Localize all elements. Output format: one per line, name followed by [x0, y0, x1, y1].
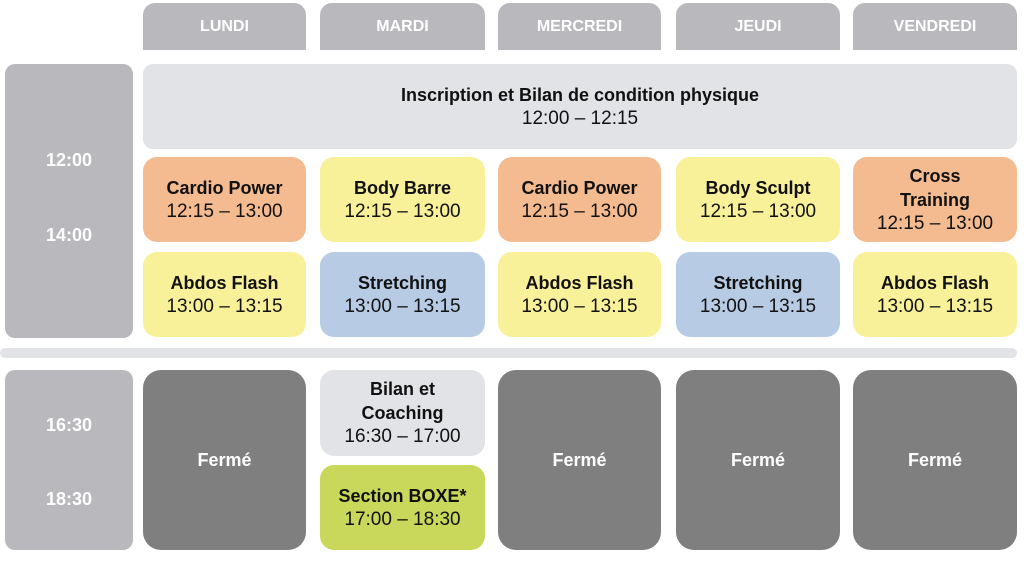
closed-cell: Fermé — [498, 370, 661, 550]
class-time: 12:15 – 13:00 — [166, 200, 283, 222]
time-column-soir: 16:30 18:30 — [5, 370, 133, 550]
class-title: Body Barre — [353, 177, 452, 198]
time-label: 14:00 — [45, 225, 93, 245]
day-header-vendredi: VENDREDI — [853, 3, 1017, 50]
class-title: Cross Training — [899, 165, 970, 210]
class-title: Stretching — [357, 272, 447, 293]
day-header-lundi: LUNDI — [143, 3, 306, 50]
class-time: 17:00 – 18:30 — [344, 508, 461, 530]
class-time: 12:15 – 13:00 — [344, 200, 461, 222]
day-header-mercredi: MERCREDI — [498, 3, 661, 50]
class-cell: Bilan et Coaching 16:30 – 17:00 — [320, 370, 485, 456]
day-header-mardi: MARDI — [320, 3, 485, 50]
class-cell: Section BOXE*17:00 – 18:30 — [320, 465, 485, 550]
time-label: 16:30 — [45, 415, 93, 435]
class-time: 13:00 – 13:15 — [166, 295, 283, 317]
class-title: Abdos Flash — [170, 272, 279, 293]
banner-time: 12:00 – 12:15 — [521, 107, 639, 129]
class-time: 13:00 – 13:15 — [521, 295, 638, 317]
class-title: Abdos Flash — [880, 272, 989, 293]
banner-inscription: Inscription et Bilan de condition physiq… — [143, 64, 1017, 149]
class-title: Stretching — [713, 272, 803, 293]
class-title: Cardio Power — [166, 177, 283, 198]
class-title: Section BOXE* — [338, 485, 467, 506]
banner-title: Inscription et Bilan de condition physiq… — [400, 84, 760, 105]
class-time: 12:15 – 13:00 — [521, 200, 638, 222]
day-header-jeudi: JEUDI — [676, 3, 840, 50]
time-column-midi: 12:00 14:00 — [5, 64, 133, 338]
closed-cell: Fermé — [853, 370, 1017, 550]
class-time: 13:00 – 13:15 — [876, 295, 994, 317]
class-title: Body Sculpt — [705, 177, 811, 198]
closed-cell: Fermé — [676, 370, 840, 550]
class-time: 13:00 – 13:15 — [344, 295, 461, 317]
class-time: 13:00 – 13:15 — [699, 295, 817, 317]
class-time: 16:30 – 17:00 — [344, 426, 461, 447]
class-time: 12:15 – 13:00 — [876, 212, 994, 234]
time-label: 18:30 — [45, 489, 93, 509]
section-divider — [0, 348, 1017, 358]
time-label: 12:00 — [45, 150, 93, 170]
class-title: Abdos Flash — [525, 272, 634, 293]
class-time: 12:15 – 13:00 — [699, 200, 817, 222]
class-title: Bilan et Coaching — [361, 379, 444, 423]
closed-cell: Fermé — [143, 370, 306, 550]
class-title: Cardio Power — [521, 177, 638, 198]
